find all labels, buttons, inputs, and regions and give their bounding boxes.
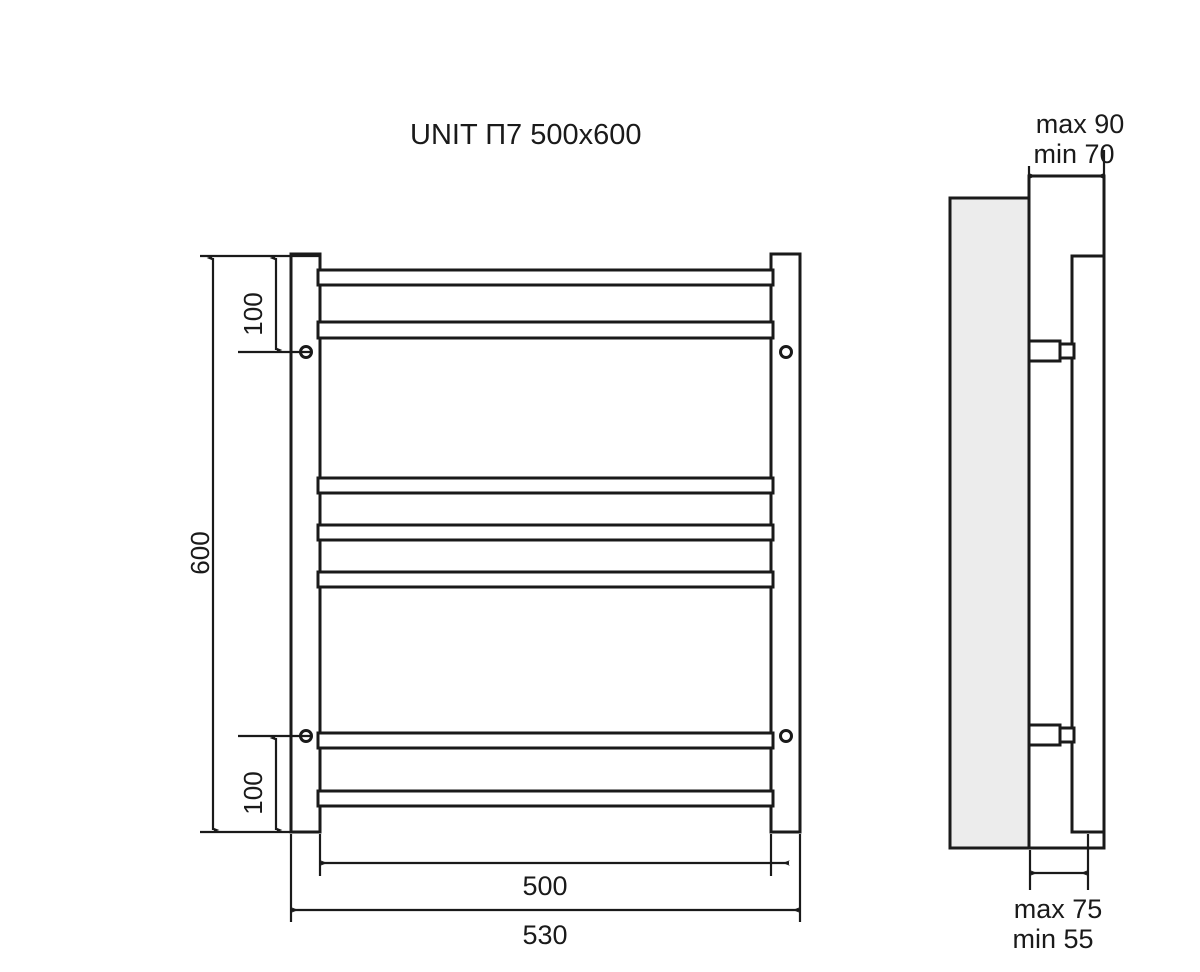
dim-label-top-offset: 100: [238, 292, 268, 335]
rung-3: [316, 476, 775, 495]
dim-label-top-depth-max: max 90: [1036, 109, 1125, 139]
front-dimension-group: [200, 254, 802, 922]
mounting-hole-top-right: [779, 345, 793, 359]
mounting-hole-bottom-right: [779, 729, 793, 743]
dim-label-bottom-offset: 100: [238, 771, 268, 814]
side-view-group: [948, 174, 1106, 850]
dim-label-rail-width: 500: [522, 871, 567, 901]
bracket-top-stub: [1058, 342, 1076, 360]
dim-label-bottom-depth-min: min 55: [1012, 924, 1093, 954]
drawing-title: UNIT П7 500x600: [410, 119, 642, 151]
wall-block: [948, 196, 1031, 850]
rung-7: [316, 789, 775, 808]
bracket-top: [1027, 339, 1062, 363]
rung-2: [316, 320, 775, 340]
dim-label-top-depth-min: min 70: [1033, 139, 1114, 169]
bracket-bottom-stub: [1058, 726, 1076, 744]
right-post: [769, 252, 802, 834]
rung-6: [316, 731, 775, 750]
bracket-bottom: [1027, 723, 1062, 747]
front-view-group: [289, 252, 802, 834]
dim-label-overall-height: 600: [185, 531, 215, 574]
left-post: [289, 252, 322, 834]
rail-tube-profile: [1070, 254, 1106, 834]
rung-group: [316, 268, 775, 808]
side-dimension-group: [1027, 150, 1106, 890]
dim-label-overall-width: 530: [522, 920, 567, 950]
rung-4: [316, 523, 775, 542]
dim-label-bottom-depth-max: max 75: [1014, 894, 1103, 924]
rung-5: [316, 570, 775, 589]
rung-1: [316, 268, 775, 287]
